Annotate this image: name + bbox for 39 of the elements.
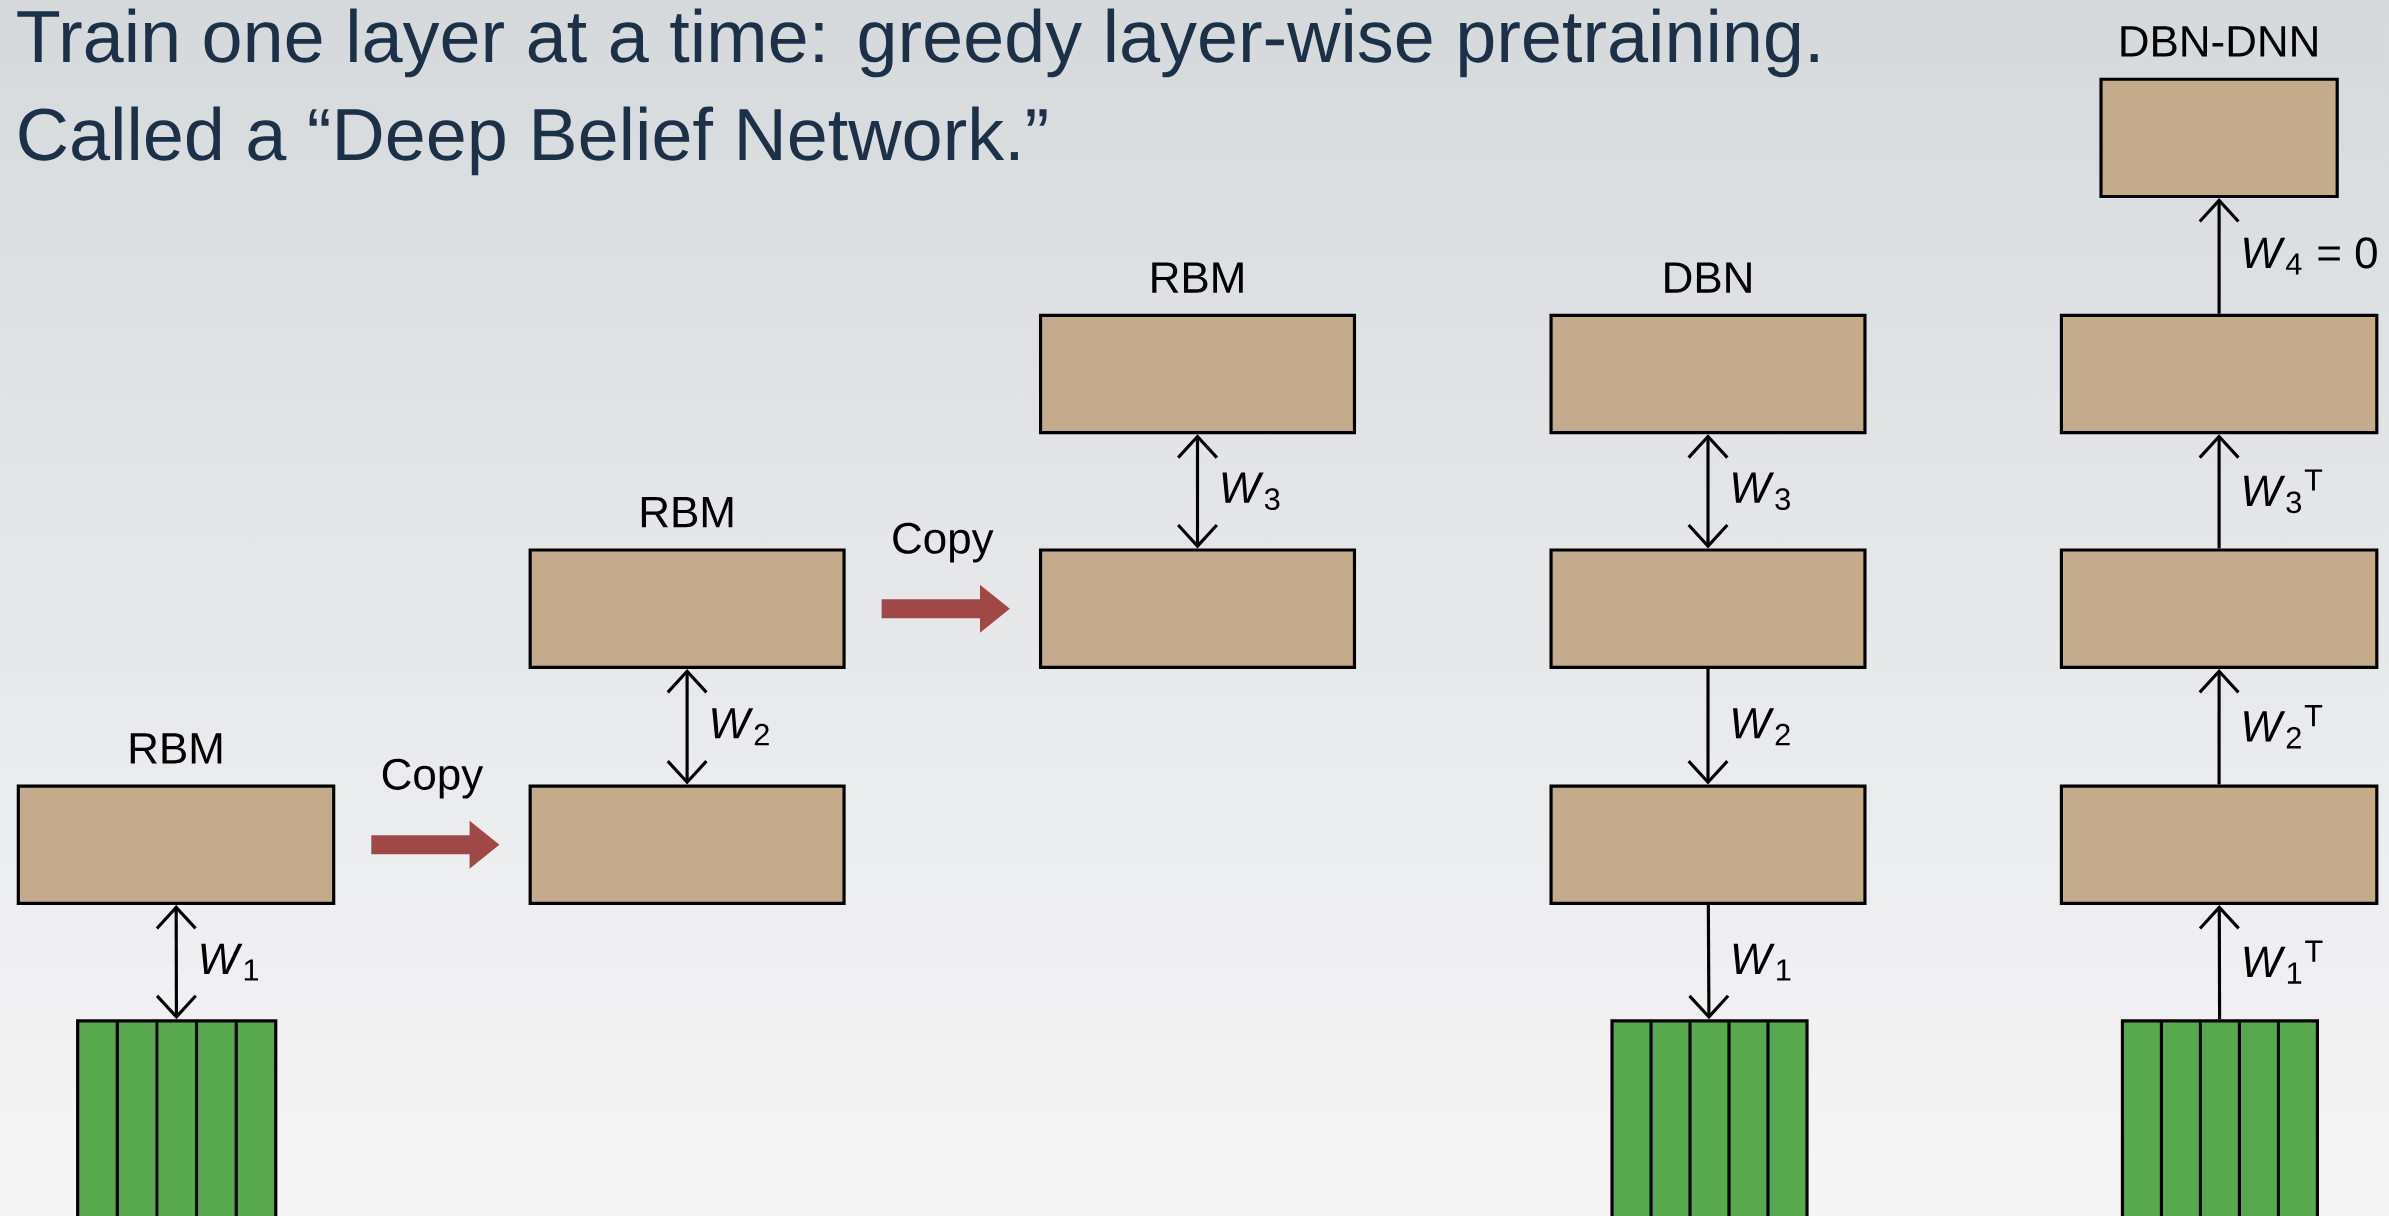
arrow xyxy=(666,668,708,785)
edge-label: W$_{2}$ xyxy=(1733,708,1790,746)
arrow xyxy=(155,905,197,1020)
layer-box xyxy=(1549,784,1867,906)
edge-label: W$_{4}$ = 0 xyxy=(2244,237,2377,275)
arrow xyxy=(2198,434,2240,549)
arrow xyxy=(2198,198,2240,314)
layer-box xyxy=(2059,784,2379,906)
arrow xyxy=(1687,668,1729,785)
layer-heading: DBN xyxy=(1665,262,1751,293)
layer-heading: DBN-DNN xyxy=(2121,26,2317,57)
edge-label: W$_{2}$T xyxy=(2244,705,2323,749)
edge-label: W$_{2}$ xyxy=(712,708,769,746)
edge-label: W$_{1}$T xyxy=(2244,940,2323,984)
edge-label: W$_{1}$ xyxy=(201,943,259,981)
input-vector-drawing xyxy=(1610,1019,1809,1216)
layer-box xyxy=(528,784,846,906)
slide-text: Called a “Deep Belief Network.” xyxy=(19,106,1047,176)
layer-heading: RBM xyxy=(130,733,222,764)
layer-heading: RBM xyxy=(1152,262,1243,293)
edge-label: W$_{1}$ xyxy=(1733,943,1791,981)
slide-text: Train one layer at a time: greedy layer-wise pretraining. xyxy=(17,8,1818,78)
edge-label: W$_{3}$ xyxy=(1222,472,1280,511)
layer-box xyxy=(1038,548,1357,669)
arrow xyxy=(2198,668,2240,785)
edge-label: W$_{3}$ xyxy=(1733,472,1790,511)
layer-box xyxy=(2059,548,2379,669)
layer-box xyxy=(1549,548,1867,669)
edge-label: Copy xyxy=(382,758,484,799)
arrow xyxy=(1177,434,1218,549)
layer-box xyxy=(2059,313,2379,435)
edge-label: Copy xyxy=(893,522,994,563)
arrow xyxy=(1687,434,1729,549)
layer-heading: RBM xyxy=(641,497,733,528)
arrow xyxy=(2198,905,2240,1020)
edge-label: W$_{3}$T xyxy=(2244,469,2323,514)
input-vector-drawing xyxy=(76,1019,278,1216)
arrow xyxy=(1688,905,1730,1020)
input-vector-drawing xyxy=(2120,1019,2319,1216)
